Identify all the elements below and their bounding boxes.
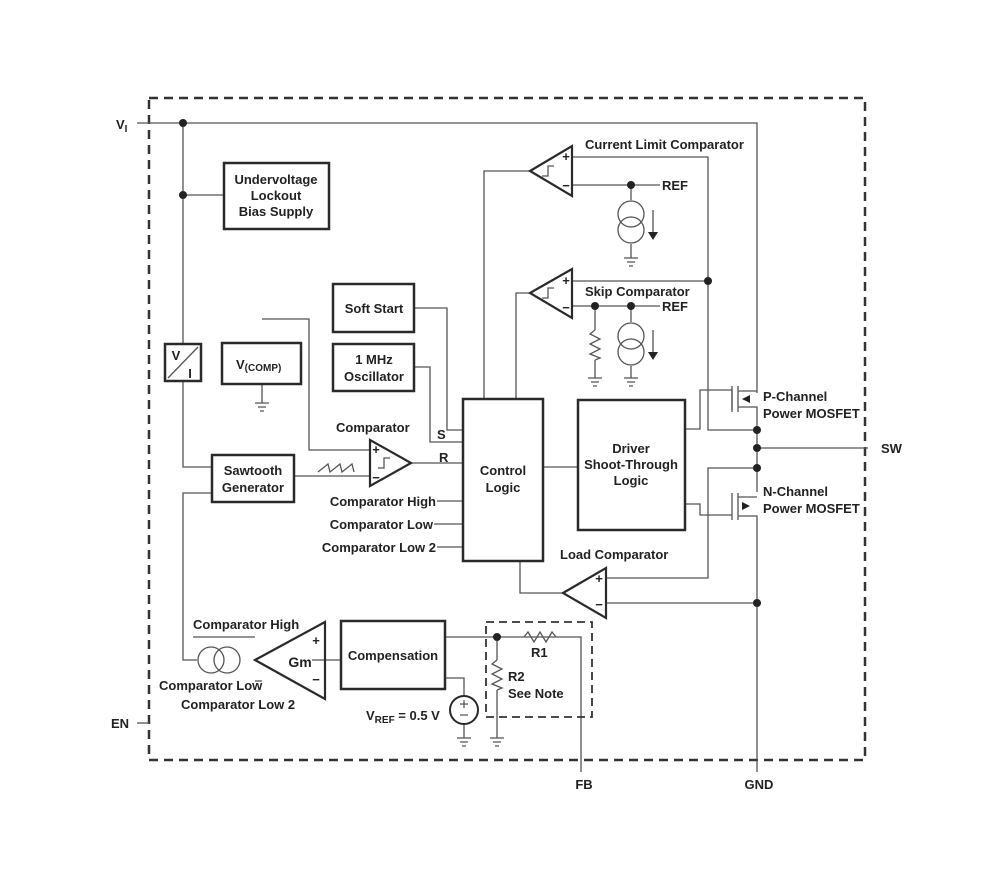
current-limit-comparator-label: Current Limit Comparator: [585, 137, 744, 152]
svg-text:V(COMP): V(COMP): [236, 357, 281, 374]
current-limit-comparator: + −: [527, 144, 574, 198]
vcomp-block: V(COMP): [220, 341, 303, 386]
svg-text:+: +: [595, 571, 603, 586]
n-mosfet-arrow-icon: [742, 502, 750, 510]
compensation-block: Compensation: [339, 619, 447, 691]
svg-text:Generator: Generator: [222, 480, 284, 495]
skip-resistor: [588, 329, 602, 361]
svg-text:Logic: Logic: [614, 473, 649, 488]
r2-resistor: [490, 659, 504, 691]
ground-symbols: [255, 257, 638, 747]
r1-resistor: [523, 630, 557, 644]
svg-text:+: +: [562, 149, 570, 164]
r2-note-label: See Note: [508, 686, 564, 701]
comparator: + −: [368, 438, 414, 488]
ref-label-1: REF: [662, 178, 688, 193]
set-input-label: S: [437, 427, 446, 442]
r1-label: R1: [531, 645, 548, 660]
svg-text:Lockout: Lockout: [251, 188, 302, 203]
soft-start-block: Soft Start: [331, 282, 416, 334]
svg-text:Bias Supply: Bias Supply: [239, 204, 314, 219]
svg-text:Soft Start: Soft Start: [345, 301, 404, 316]
skip-comparator-label: Skip Comparator: [585, 284, 690, 299]
control-logic-block: Control Logic: [461, 397, 545, 563]
skip-comparator: + −: [527, 267, 574, 320]
comparator-low-input-label: Comparator Low: [330, 517, 434, 532]
svg-text:−: −: [562, 300, 570, 315]
n-channel-label-line2: Power MOSFET: [763, 501, 860, 516]
p-channel-label-line2: Power MOSFET: [763, 406, 860, 421]
gm-comparator-low-label: Comparator Low: [159, 678, 263, 693]
driver-block: Driver Shoot-Through Logic: [576, 398, 687, 532]
svg-text:Sawtooth: Sawtooth: [224, 463, 283, 478]
transconductance-output-icon: [197, 646, 241, 674]
svg-text:Control: Control: [480, 463, 526, 478]
svg-text:+: +: [562, 273, 570, 288]
current-source-2: [617, 322, 658, 366]
load-comparator: + −: [560, 566, 608, 620]
comparator-low2-input-label: Comparator Low 2: [322, 540, 436, 555]
sawtooth-waveform-icon: [317, 462, 355, 474]
svg-text:Compensation: Compensation: [348, 648, 438, 663]
svg-text:−: −: [312, 672, 320, 687]
gm-comparator-high-label: Comparator High: [193, 617, 299, 632]
svg-text:−: −: [595, 597, 603, 612]
vref-voltage-source: [449, 695, 479, 725]
comparator-high-input-label: Comparator High: [330, 494, 436, 509]
fb-pin-label: FB: [575, 777, 592, 792]
uvlo-block: Undervoltage Lockout Bias Supply: [222, 161, 331, 231]
svg-text:Shoot-Through: Shoot-Through: [584, 457, 678, 472]
en-pin-label: EN: [111, 716, 129, 731]
vref-label: VREF = 0.5 V: [366, 708, 440, 726]
svg-text:1 MHz: 1 MHz: [355, 352, 393, 367]
gnd-pin-label: GND: [745, 777, 774, 792]
vi-pin-label: VI: [116, 117, 128, 135]
current-source-1: [617, 200, 658, 244]
p-channel-label: P-Channel: [763, 389, 827, 404]
reset-input-label: R: [439, 450, 449, 465]
sawtooth-generator-block: Sawtooth Generator: [210, 453, 296, 504]
svg-text:V: V: [172, 348, 181, 363]
sw-pin-label: SW: [881, 441, 903, 456]
p-mosfet-arrow-icon: [742, 395, 750, 403]
n-channel-label: N-Channel: [763, 484, 828, 499]
comparator-label: Comparator: [336, 420, 410, 435]
svg-text:−: −: [562, 178, 570, 193]
oscillator-block: 1 MHz Oscillator: [331, 342, 416, 393]
gm-comparator-low2-label: Comparator Low 2: [181, 697, 295, 712]
svg-text:I: I: [188, 366, 192, 381]
junction-dots: [179, 119, 761, 641]
svg-text:+: +: [372, 442, 380, 457]
ref-label-2: REF: [662, 299, 688, 314]
svg-text:−: −: [372, 470, 380, 485]
feedback-divider-box: [485, 621, 593, 718]
r2-label: R2: [508, 669, 525, 684]
svg-text:Gm: Gm: [288, 654, 311, 670]
vi-converter-block: V I: [163, 342, 203, 383]
svg-text:Undervoltage: Undervoltage: [234, 172, 317, 187]
svg-text:Oscillator: Oscillator: [344, 369, 404, 384]
svg-text:+: +: [312, 633, 320, 648]
svg-text:Driver: Driver: [612, 441, 650, 456]
gm-amplifier: + − Gm: [252, 620, 327, 701]
svg-text:Logic: Logic: [486, 480, 521, 495]
load-comparator-label: Load Comparator: [560, 547, 668, 562]
